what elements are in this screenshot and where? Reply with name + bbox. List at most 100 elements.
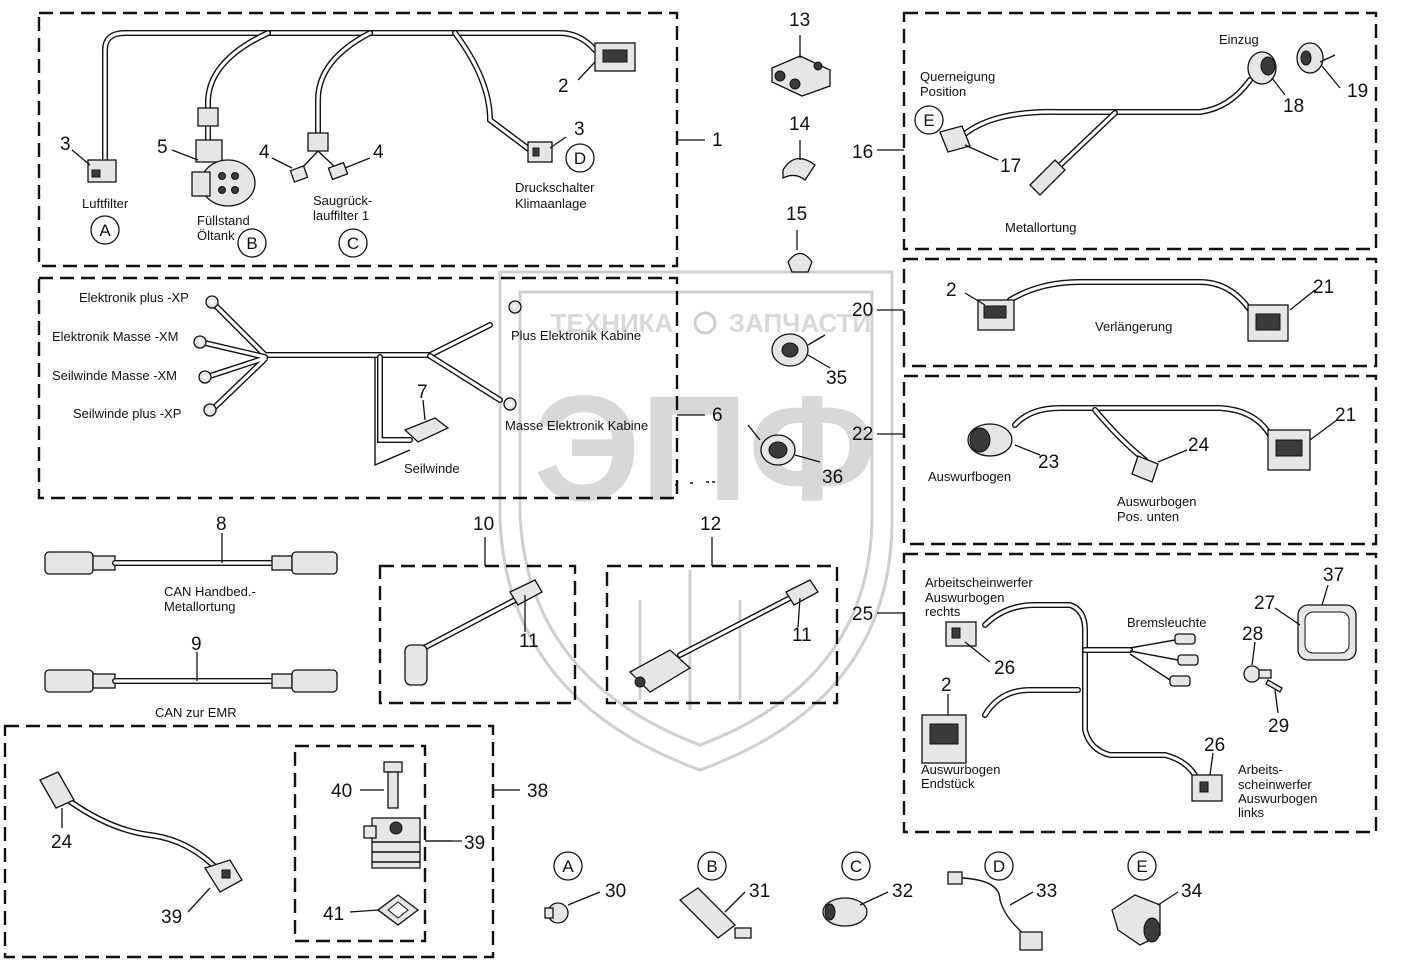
group-boxes xyxy=(3,11,1378,959)
label-klimaanlage: Klimaanlage xyxy=(515,196,587,211)
callout-2: 2 xyxy=(946,280,957,301)
group-box-20 xyxy=(902,257,1378,368)
callout-24: 24 xyxy=(1188,435,1210,456)
callout-16: 16 xyxy=(852,142,873,163)
callout-29: 29 xyxy=(1268,716,1289,737)
letter-circle xyxy=(237,228,267,258)
label-elektronik-plus: Elektronik plus -XP xyxy=(79,290,189,305)
letter-circle xyxy=(1127,851,1157,881)
connector-26-top-icon xyxy=(945,621,977,647)
harness-6 xyxy=(193,295,718,486)
sensor-34-icon xyxy=(1111,894,1161,946)
callout-31: 31 xyxy=(749,881,770,902)
group-box-25 xyxy=(902,552,1378,834)
letter-e: E xyxy=(923,111,934,130)
letter-circle xyxy=(841,851,871,881)
sensor-cables-10-12 xyxy=(404,579,819,693)
group-box-12 xyxy=(605,564,839,705)
can-cables xyxy=(44,551,338,693)
label-can-emr: CAN zur EMR xyxy=(155,705,237,720)
callout-9: 9 xyxy=(191,634,202,655)
bulb-28-icon xyxy=(1243,665,1272,683)
callout-numbers: 1 6 16 20 22 25 38 2 3 3 4 4 5 13 14 15 … xyxy=(51,10,1368,928)
small-parts-column xyxy=(747,55,831,466)
label-rechts: rechts xyxy=(925,604,961,619)
connector-17-icon xyxy=(939,125,971,153)
callout-30: 30 xyxy=(605,881,626,902)
label-auswurbogen: Auswurbogen xyxy=(925,590,1005,605)
watermark: ТЕХНИКА ЗАПЧАСТИ ЭПФ xyxy=(498,270,894,772)
connector-2-end-icon xyxy=(921,714,967,764)
pin-29-icon xyxy=(1265,679,1283,693)
clip-15-icon xyxy=(787,252,813,273)
bracket-13-icon xyxy=(771,55,831,97)
callout-3: 3 xyxy=(60,134,71,155)
metal-detection-sensor-icon xyxy=(1029,159,1066,196)
label-metallortung: Metallortung xyxy=(1005,220,1077,235)
connector-7-icon xyxy=(403,417,450,443)
callout-26: 26 xyxy=(994,658,1015,679)
label-verlaengerung: Verlängerung xyxy=(1095,319,1172,334)
callout-28: 28 xyxy=(1242,624,1263,645)
callout-22: 22 xyxy=(852,424,873,445)
callout-15: 15 xyxy=(786,204,807,225)
connector-24-left-icon xyxy=(39,771,75,809)
label-einzug: Einzug xyxy=(1219,32,1259,47)
callout-18: 18 xyxy=(1283,96,1304,117)
label-luftfilter: Luftfilter xyxy=(82,196,129,211)
label-can-metallortung: Metallortung xyxy=(164,599,236,614)
callout-12: 12 xyxy=(700,514,721,535)
label-scheinwerfer: scheinwerfer xyxy=(1238,777,1312,792)
letter-circle xyxy=(697,851,727,881)
label-elektronik-masse: Elektronik Masse -XM xyxy=(52,329,178,344)
sleeve xyxy=(307,132,329,152)
letter-circle xyxy=(984,851,1014,881)
label-bremsleuchte: Bremsleuchte xyxy=(1127,615,1206,630)
label-links: links xyxy=(1238,805,1265,820)
valve-connector-39-icon xyxy=(204,859,243,893)
plug-39-icon xyxy=(363,817,421,869)
callout-2: 2 xyxy=(558,76,569,97)
label-arbeitscheinwerfer: Arbeitscheinwerfer xyxy=(925,575,1033,590)
callout-35: 35 xyxy=(826,368,847,389)
elbow-plug-10-icon xyxy=(404,579,543,686)
callout-4: 4 xyxy=(259,142,270,163)
watermark-brand-right: ЗАПЧАСТИ xyxy=(729,308,872,338)
letter-b: B xyxy=(246,234,257,253)
callout-26: 26 xyxy=(1204,735,1225,756)
connector-24-icon xyxy=(1131,455,1159,483)
bulb-terminal-icon xyxy=(1169,633,1199,687)
harness-16 xyxy=(939,42,1336,196)
label-oeltank: Öltank xyxy=(197,228,235,243)
connector-4-left-icon xyxy=(289,165,309,183)
harness-38 xyxy=(39,761,421,926)
letter-b: B xyxy=(706,857,717,876)
letter-c: C xyxy=(850,857,862,876)
callout-17: 17 xyxy=(1000,156,1021,177)
connector-21-icon xyxy=(1267,429,1311,471)
letter-circle xyxy=(553,851,583,881)
callout-2: 2 xyxy=(941,675,952,696)
letter-a: A xyxy=(99,221,111,240)
callout-4: 4 xyxy=(373,142,384,163)
sleeve xyxy=(197,107,219,127)
group-box-6 xyxy=(37,276,679,500)
grommet-35-icon xyxy=(771,333,826,367)
can-cable-8-icon xyxy=(44,551,338,575)
group-box-16 xyxy=(902,11,1378,251)
letter-circle xyxy=(565,143,595,173)
callout-14: 14 xyxy=(789,114,811,135)
callout-37: 37 xyxy=(1323,565,1344,586)
callout-27: 27 xyxy=(1254,593,1275,614)
watermark-gear-icon xyxy=(693,311,717,335)
callout-5: 5 xyxy=(157,137,168,158)
label-seilwinde: Seilwinde xyxy=(404,461,460,476)
letter-circle xyxy=(338,228,368,258)
gasket-41-icon xyxy=(376,894,420,926)
can-cable-9-icon xyxy=(44,669,338,693)
label-masse-kabine: Masse Elektronik Kabine xyxy=(505,418,648,433)
label-druckschalter: Druckschalter xyxy=(515,180,595,195)
callout-7: 7 xyxy=(417,382,428,403)
callout-39: 39 xyxy=(464,833,485,854)
